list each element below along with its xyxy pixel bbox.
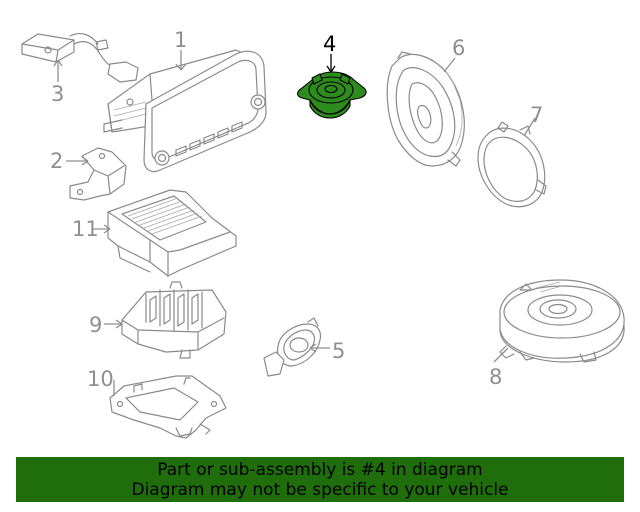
banner-line-part-number: Part or sub-assembly is #4 in diagram (157, 460, 483, 480)
part-5-tweeter (263, 317, 322, 377)
callout-9: 9 (89, 313, 102, 337)
part-10-mounting-plate (109, 375, 227, 439)
callout-7: 7 (530, 103, 543, 127)
part-3-sensor-harness (21, 32, 139, 83)
part-1-head-unit (103, 49, 267, 173)
part-9-control-module (121, 281, 227, 359)
part-11-amplifier (107, 189, 237, 277)
callout-3: 3 (51, 82, 64, 106)
exploded-parts-diagram: 1 2 3 4 5 6 7 8 9 10 11 (21, 28, 625, 439)
callout-8: 8 (489, 365, 502, 389)
callout-2: 2 (50, 149, 63, 173)
part-6-door-speaker (386, 51, 465, 167)
callout-11: 11 (72, 217, 99, 241)
callout-10: 10 (87, 367, 114, 391)
callout-4: 4 (323, 32, 336, 56)
part-2-bracket (69, 147, 127, 201)
part-4-speaker-highlighted (296, 71, 367, 119)
callout-1: 1 (174, 28, 187, 52)
info-banner: Part or sub-assembly is #4 in diagram Di… (16, 457, 624, 502)
callout-6: 6 (452, 36, 465, 60)
part-7-speaker (477, 121, 547, 208)
callout-5: 5 (332, 339, 345, 363)
banner-line-disclaimer: Diagram may not be specific to your vehi… (131, 480, 509, 500)
part-8-subwoofer (499, 279, 625, 363)
